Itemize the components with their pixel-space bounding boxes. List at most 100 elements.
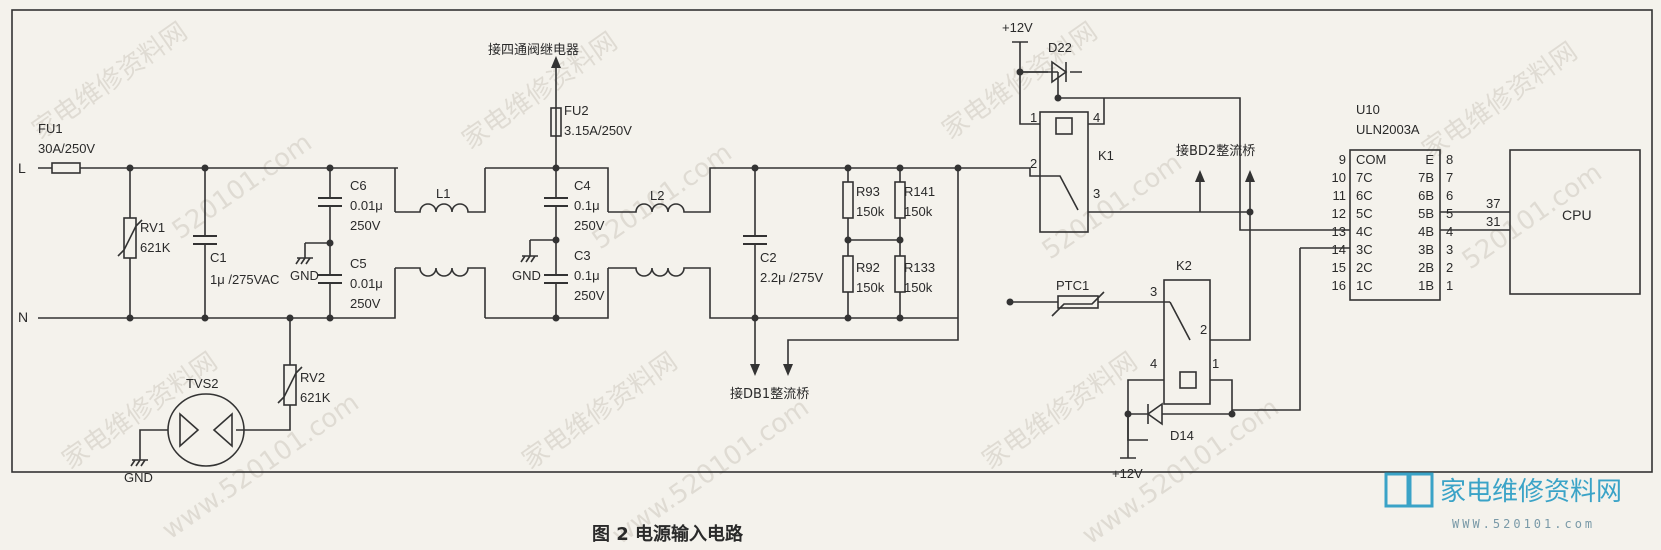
watermark-text: 520101.com	[167, 128, 318, 246]
rv2-label: RV2	[300, 370, 325, 385]
k1-pin1: 1	[1030, 110, 1037, 125]
fu1-value: 30A/250V	[38, 141, 95, 156]
plus12v-bottom-label: +12V	[1112, 466, 1143, 481]
relay-k1	[958, 98, 1251, 233]
k2-label: K2	[1176, 258, 1192, 273]
uln-pin-number: 10	[1332, 170, 1346, 185]
schematic-border	[11, 9, 1653, 473]
watermark-text: www.520101.com	[157, 388, 365, 546]
uln-pin-number: 16	[1332, 278, 1346, 293]
cpu-label: CPU	[1562, 207, 1592, 223]
c5-label: C5	[350, 256, 367, 271]
capacitors-c4-c3	[520, 168, 568, 318]
uln-pin-name: 4C	[1356, 224, 1373, 239]
uln-pin-number: 14	[1332, 242, 1346, 257]
r141-label: R141	[904, 184, 935, 199]
capacitor-c1	[193, 168, 217, 318]
c5-value: 0.01μ	[350, 276, 383, 291]
fu2-value: 3.15A/250V	[564, 123, 632, 138]
ptc1-label: PTC1	[1056, 278, 1089, 293]
uln-pin-name: 5B	[1418, 206, 1434, 221]
uln-pin-name: E	[1425, 152, 1434, 167]
uln-pin-number: 8	[1446, 152, 1453, 167]
watermark-text: 家电维修资料网	[517, 347, 683, 476]
d14-label: D14	[1170, 428, 1194, 443]
uln-pin-name: 6B	[1418, 188, 1434, 203]
watermark-text: 520101.com	[1037, 148, 1188, 266]
uln-pin-number: 7	[1446, 170, 1453, 185]
r133-label: R133	[904, 260, 935, 275]
uln-pin-name: 1B	[1418, 278, 1434, 293]
to-bd2-label: 接BD2整流桥	[1176, 143, 1255, 159]
uln-pin-number: 12	[1332, 206, 1346, 221]
choke-l1	[395, 168, 486, 318]
tvs2-surge-protector	[130, 393, 245, 467]
plus12v-top-label: +12V	[1002, 20, 1033, 35]
uln-pin-number: 4	[1446, 224, 1453, 239]
uln-pin-name: 3B	[1418, 242, 1434, 257]
rv1-value: 621K	[140, 240, 171, 255]
c6-value: 0.01μ	[350, 198, 383, 213]
c4-label: C4	[574, 178, 591, 193]
middle-rails	[485, 167, 609, 319]
varistor-rv2	[236, 318, 303, 431]
c3-voltage: 250V	[574, 288, 605, 303]
c6-voltage: 250V	[350, 218, 381, 233]
watermark-text: www.520101.com	[1077, 393, 1285, 546]
k1-pin3: 3	[1093, 186, 1100, 201]
k1-pin2: 2	[1030, 156, 1037, 171]
k2-pin2: 2	[1200, 322, 1207, 337]
figure-caption: 图 2 电源输入电路	[592, 523, 744, 545]
db1-arrows	[750, 168, 959, 376]
watermark-text: 家电维修资料网	[977, 347, 1143, 476]
gnd-label: GND	[290, 268, 319, 283]
uln2003a-chip	[1258, 149, 1510, 301]
gnd-label-3: GND	[124, 470, 153, 485]
c3-label: C3	[574, 248, 591, 263]
uln-pin-name: 5C	[1356, 206, 1373, 221]
uln-pin-name: 3C	[1356, 242, 1373, 257]
c6-label: C6	[350, 178, 367, 193]
cpu-block	[1509, 149, 1641, 295]
to-db1-label: 接DB1整流桥	[730, 386, 809, 402]
choke-l2	[608, 167, 755, 319]
logo-url: WWW.520101.com	[1452, 517, 1595, 531]
fu2-label: FU2	[564, 103, 589, 118]
capacitors-c6-c5	[295, 168, 342, 318]
c2-label: C2	[760, 250, 777, 265]
site-logo: 家电维修资料网 WWW.520101.com	[1384, 472, 1622, 531]
uln-pin-name: 1C	[1356, 278, 1373, 293]
rv2-value: 621K	[300, 390, 331, 405]
rv1-label: RV1	[140, 220, 165, 235]
k1-pin4: 4	[1093, 110, 1100, 125]
d22-label: D22	[1048, 40, 1072, 55]
uln-pin-name: 6C	[1356, 188, 1373, 203]
uln-pin-number: 5	[1446, 206, 1453, 221]
r92-value: 150k	[856, 280, 885, 295]
to-valve-relay-label: 接四通阀继电器	[488, 42, 579, 58]
bd2-arrows	[1195, 170, 1255, 212]
varistor-rv1	[117, 168, 143, 318]
line-label-l: L	[18, 160, 26, 176]
r92-label: R92	[856, 260, 880, 275]
c1-value: 1μ /275VAC	[210, 272, 279, 287]
k2-pin3: 3	[1150, 284, 1157, 299]
r93-label: R93	[856, 184, 880, 199]
junction-dots	[126, 68, 1254, 418]
uln-pin-name: 2C	[1356, 260, 1373, 275]
uln-pin-name: COM	[1356, 152, 1386, 167]
fuse-fu1	[51, 162, 81, 174]
k2-pin4: 4	[1150, 356, 1157, 371]
uln-pin-number: 6	[1446, 188, 1453, 203]
fuse-fu2	[550, 56, 562, 168]
uln-pin-name: 7C	[1356, 170, 1373, 185]
capacitor-c2	[743, 167, 958, 319]
l1-label: L1	[436, 186, 450, 201]
uln-pin-number: 1	[1446, 278, 1453, 293]
watermark-text: www.520101.com	[607, 393, 815, 546]
uln-label: ULN2003A	[1356, 122, 1420, 137]
c4-voltage: 250V	[574, 218, 605, 233]
